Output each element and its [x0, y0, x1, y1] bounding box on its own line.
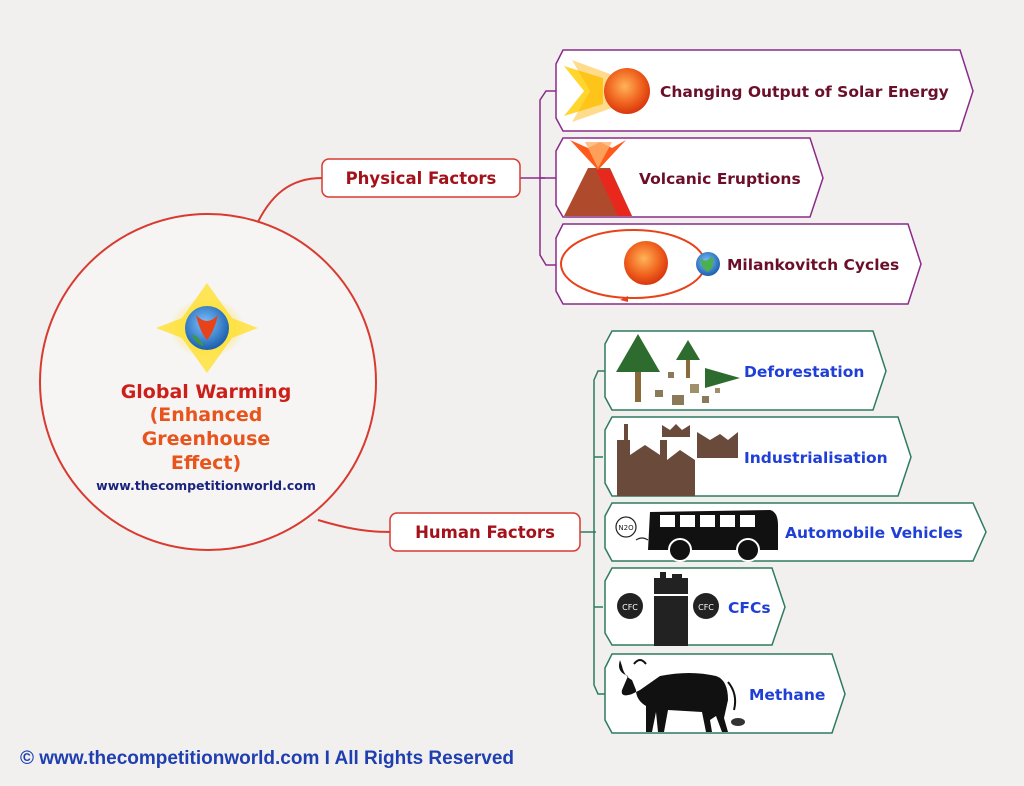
central-subtitle-line-1: (Enhanced [150, 404, 263, 426]
industrialisation-label: Industrialisation [744, 449, 888, 467]
physical-item-volcano[interactable]: Volcanic Eruptions [555, 137, 824, 218]
human-factors-label: Human Factors [415, 523, 555, 542]
human-item-methane[interactable]: Methane [604, 653, 846, 734]
central-subtitle-line-3: Effect) [171, 452, 241, 474]
physical-item-milankovitch[interactable]: Milankovitch Cycles [555, 223, 922, 305]
methane-label: Methane [749, 686, 825, 704]
central-subtitle-line-2: Greenhouse [142, 428, 271, 450]
footer-copyright: © www.thecompetitionworld.com I All Righ… [20, 748, 514, 769]
human-item-industrialisation[interactable]: Industrialisation [604, 416, 912, 497]
central-url: www.thecompetitionworld.com [96, 478, 316, 493]
n2o-label: N2O [618, 524, 634, 532]
physical-item-solar[interactable]: Changing Output of Solar Energy [555, 49, 974, 132]
factory-icon [617, 424, 738, 496]
human-item-cfcs[interactable]: CFC CFC CFCs [604, 567, 786, 646]
physical-factors-node[interactable]: Physical Factors [321, 158, 521, 198]
volcano-label: Volcanic Eruptions [639, 170, 801, 188]
sun-rays-icon [564, 60, 650, 122]
physical-factors-label: Physical Factors [346, 169, 497, 188]
human-item-deforestation[interactable]: Deforestation [604, 330, 887, 411]
human-factors-node[interactable]: Human Factors [389, 512, 581, 552]
sun-earth-icon [156, 283, 258, 373]
bus-icon: N2O [615, 510, 778, 562]
connector-central-human [317, 519, 391, 533]
human-item-automobile[interactable]: N2O Automobile Vehicles [604, 502, 987, 562]
connector-central-physical [254, 177, 323, 229]
solar-label: Changing Output of Solar Energy [660, 83, 949, 101]
cfc-right-label: CFC [698, 603, 714, 612]
cfc-left-label: CFC [622, 603, 638, 612]
cow-icon [619, 659, 745, 732]
deforestation-label: Deforestation [744, 363, 864, 381]
human-bracket [593, 370, 605, 695]
automobile-label: Automobile Vehicles [785, 524, 963, 542]
trees-stumps-icon [616, 334, 740, 405]
volcano-icon [564, 140, 632, 216]
orbit-icon [560, 229, 720, 302]
cfcs-label: CFCs [728, 599, 771, 617]
central-node: Global Warming (Enhanced Greenhouse Effe… [39, 213, 377, 551]
milankovitch-label: Milankovitch Cycles [727, 256, 899, 274]
central-title: Global Warming [121, 381, 292, 403]
fridge-icon: CFC CFC [617, 572, 719, 646]
